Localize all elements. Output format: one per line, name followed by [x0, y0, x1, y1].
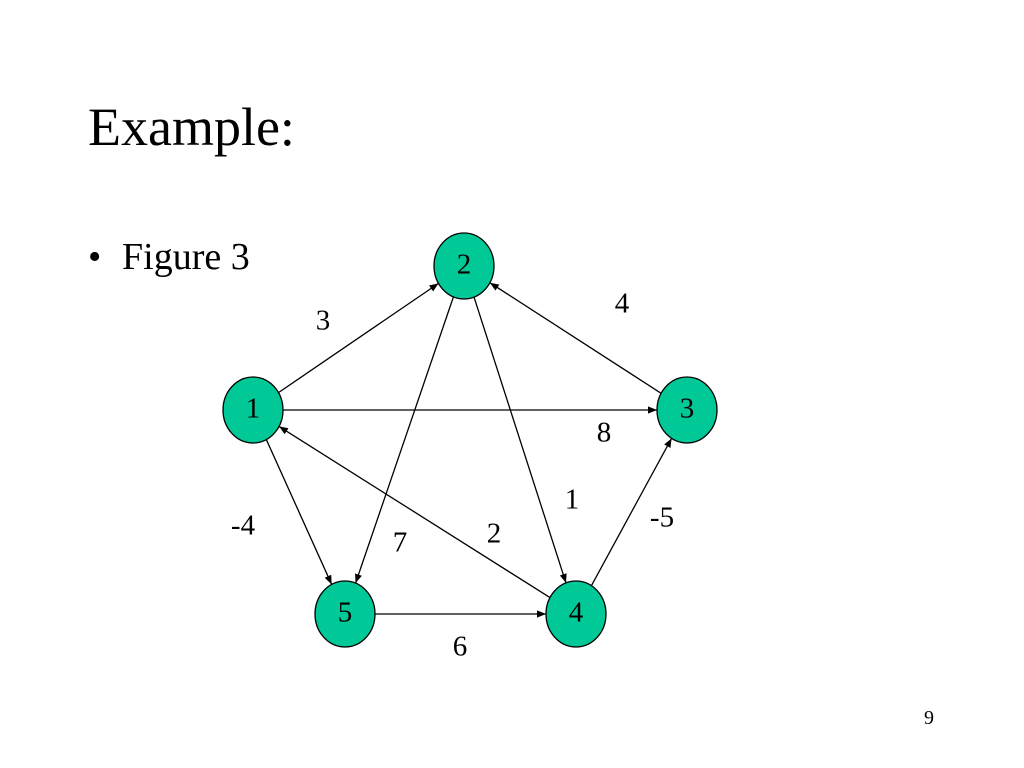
edge-3-to-2	[489, 282, 662, 394]
edge-2-to-5	[354, 296, 455, 584]
edge-4-to-1	[278, 425, 551, 599]
edge-weight-1-to-2: 3	[316, 305, 331, 337]
edge-weight-1-to-3: 8	[597, 417, 612, 449]
edge-label-layer: 3 4 8 1 -5 -4 7 2 6	[231, 288, 674, 663]
node-label-2: 2	[457, 249, 472, 281]
node-5: 5	[314, 580, 376, 648]
edge-1-to-5	[265, 439, 333, 585]
bullet-dot: •	[88, 236, 102, 278]
edge-1-to-2	[278, 282, 439, 394]
node-label-4: 4	[569, 597, 584, 629]
node-2: 2	[433, 232, 495, 300]
node-3: 3	[656, 376, 718, 444]
bullet-text: Figure 3	[122, 236, 250, 278]
edge-weight-2-to-5: 7	[393, 527, 408, 559]
node-circle-4	[545, 580, 607, 648]
edge-weight-2-to-4: 1	[565, 484, 580, 516]
slide-number: 9	[924, 707, 934, 729]
edge-weight-1-to-5: -4	[231, 510, 256, 542]
node-1: 1	[222, 376, 284, 444]
edge-weight-3-to-2: 4	[615, 288, 630, 320]
edge-layer	[265, 282, 673, 618]
node-label-5: 5	[338, 597, 353, 629]
edge-weight-4-to-3: -5	[650, 502, 674, 534]
node-circle-3	[656, 376, 718, 444]
slide-title: Example:	[88, 97, 295, 157]
node-layer: 1 2 3 4 5	[222, 232, 718, 648]
node-label-1: 1	[246, 393, 261, 425]
node-label-3: 3	[680, 393, 695, 425]
edge-2-to-4	[473, 296, 567, 584]
node-circle-2	[433, 232, 495, 300]
edge-weight-4-to-1: 2	[487, 518, 502, 550]
node-circle-5	[314, 580, 376, 648]
edge-weight-5-to-4: 6	[453, 631, 468, 663]
node-circle-1	[222, 376, 284, 444]
edge-4-to-3	[590, 438, 673, 586]
bullet-item: • Figure 3	[88, 238, 250, 276]
node-4: 4	[545, 580, 607, 648]
